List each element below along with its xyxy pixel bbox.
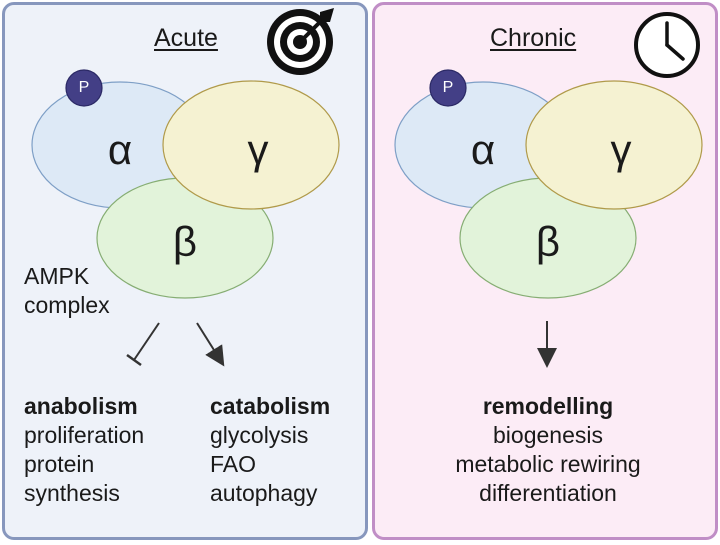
acute-ampk-complex [31, 69, 340, 299]
acute-gamma-label: γ [247, 126, 269, 173]
remodelling-heading: remodelling [482, 393, 614, 419]
acute-alpha-label: α [107, 126, 133, 173]
chronic-beta-label: β [535, 218, 561, 265]
activation-arrow [196, 322, 225, 367]
chronic-title: Chronic [490, 24, 577, 52]
acute-title: Acute [154, 24, 218, 52]
acute-beta-label: β [172, 218, 198, 265]
remodelling-item: biogenesis [493, 422, 603, 448]
anabolism-heading: anabolism [24, 393, 138, 419]
catabolism-item: FAO [210, 451, 257, 477]
remodelling-item: metabolic rewiring [455, 451, 641, 477]
target-icon [267, 8, 334, 75]
remodelling-block: remodelling biogenesis metabolic rewirin… [420, 392, 676, 508]
chronic-gamma-subunit [525, 80, 703, 210]
anabolism-block: anabolism proliferation protein synthesi… [24, 392, 144, 508]
acute-phospho-circle [65, 69, 103, 107]
ampk-label-line-2: complex [24, 292, 110, 318]
catabolism-heading: catabolism [210, 393, 331, 419]
inhibition-arrow [126, 322, 160, 367]
anabolism-item: protein [24, 451, 95, 477]
catabolism-item: glycolysis [210, 422, 309, 448]
chronic-alpha-label: α [470, 126, 496, 173]
acute-gamma-subunit [162, 80, 340, 210]
anabolism-item: synthesis [24, 480, 120, 506]
chronic-ampk-complex [394, 69, 703, 299]
ampk-complex-label: AMPK complex [24, 262, 110, 320]
catabolism-block: catabolism glycolysis FAO autophagy [210, 392, 330, 508]
chronic-gamma-label: γ [610, 126, 632, 173]
ampk-label-line-1: AMPK [24, 263, 90, 289]
remodelling-item: differentiation [479, 480, 617, 506]
catabolism-item: autophagy [210, 480, 318, 506]
chronic-phospho-label: P [442, 79, 454, 96]
chronic-phospho-circle [429, 69, 467, 107]
acute-phospho-label: P [78, 79, 90, 96]
anabolism-item: proliferation [24, 422, 145, 448]
clock-icon [634, 12, 700, 78]
